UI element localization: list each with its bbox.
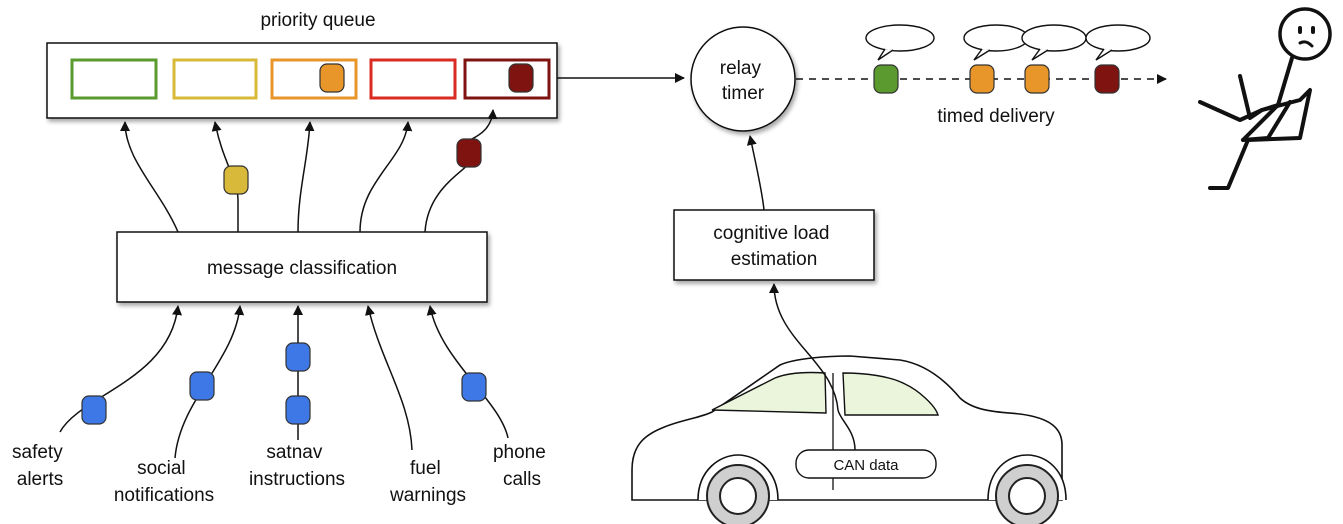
- source-line: fuel: [410, 458, 441, 479]
- delivered-message-orange: [1024, 64, 1050, 94]
- queue-slot-yellow: [172, 58, 258, 100]
- queue-slot-dark-red: [463, 58, 551, 100]
- arrow-safety-alerts: [59, 305, 182, 433]
- source-line: instructions: [249, 469, 345, 490]
- speech-bubble-icon: [1085, 24, 1151, 61]
- source-line: notifications: [114, 485, 214, 506]
- message-blue: [285, 395, 311, 425]
- arrow-class-to-red: [359, 121, 413, 233]
- source-line: alerts: [17, 469, 63, 490]
- message-classification-label: message classification: [207, 258, 397, 279]
- speech-bubble-icon: [1021, 24, 1087, 61]
- message-blue: [81, 395, 107, 425]
- arrow-can-to-cognitive: [769, 283, 856, 451]
- queued-message-dark-red: [508, 63, 534, 93]
- source-phone-calls: phone calls: [493, 442, 551, 490]
- arrow-class-to-orange: [297, 121, 315, 233]
- arrow-class-to-dark-red: [424, 110, 493, 233]
- arrow-cognitive-to-relay: [746, 135, 765, 211]
- timed-delivery-label: timed delivery: [937, 106, 1055, 127]
- queue-slot-red: [369, 58, 457, 100]
- car-window-rear: [842, 372, 939, 416]
- speech-bubble-icon: [963, 24, 1029, 61]
- source-line: warnings: [389, 485, 466, 506]
- car-hub-front: [719, 477, 757, 515]
- can-data-label: CAN data: [833, 457, 899, 474]
- source-line: satnav: [266, 442, 322, 463]
- car-window-front: [711, 371, 827, 414]
- cognitive-line: estimation: [731, 249, 818, 270]
- relay-timer-circle: [690, 26, 796, 132]
- source-line: phone: [493, 442, 546, 463]
- cognitive-load-label: cognitive load estimation: [713, 223, 834, 270]
- message-classification-box: [116, 231, 488, 303]
- arrow-fuel-warnings: [365, 305, 413, 451]
- driver-stick-figure-icon: [1198, 7, 1332, 190]
- source-line: social: [137, 458, 186, 479]
- relay-timer-label: relay timer: [720, 58, 766, 104]
- speech-bubble-icon: [865, 24, 935, 61]
- source-line: safety: [12, 442, 63, 463]
- cognitive-load-box: [673, 209, 875, 281]
- cognitive-line: cognitive load: [713, 223, 829, 244]
- message-blue: [189, 371, 215, 401]
- car-hub-rear: [1008, 477, 1046, 515]
- delivered-message-dark-red: [1094, 64, 1120, 94]
- priority-queue-title: priority queue: [260, 10, 375, 31]
- message-blue: [461, 372, 487, 402]
- delivered-message-green: [873, 64, 899, 94]
- source-fuel-warnings: fuel warnings: [389, 458, 466, 506]
- can-data-box: [795, 449, 937, 479]
- source-satnav-instructions: satnav instructions: [249, 442, 345, 490]
- moving-message-dark-red: [456, 138, 482, 168]
- source-safety-alerts: safety alerts: [12, 442, 68, 490]
- source-line: calls: [503, 469, 541, 490]
- arrow-phone-calls: [426, 305, 509, 439]
- message-blue: [285, 342, 311, 372]
- delivered-message-orange: [969, 64, 995, 94]
- relay-line: relay: [720, 58, 762, 79]
- arrow-class-to-green: [120, 121, 179, 233]
- queued-message-orange: [319, 63, 345, 93]
- relay-line: timer: [722, 83, 765, 104]
- moving-message-yellow: [223, 165, 249, 195]
- source-social-notifications: social notifications: [114, 458, 214, 506]
- queue-slot-green: [70, 58, 158, 100]
